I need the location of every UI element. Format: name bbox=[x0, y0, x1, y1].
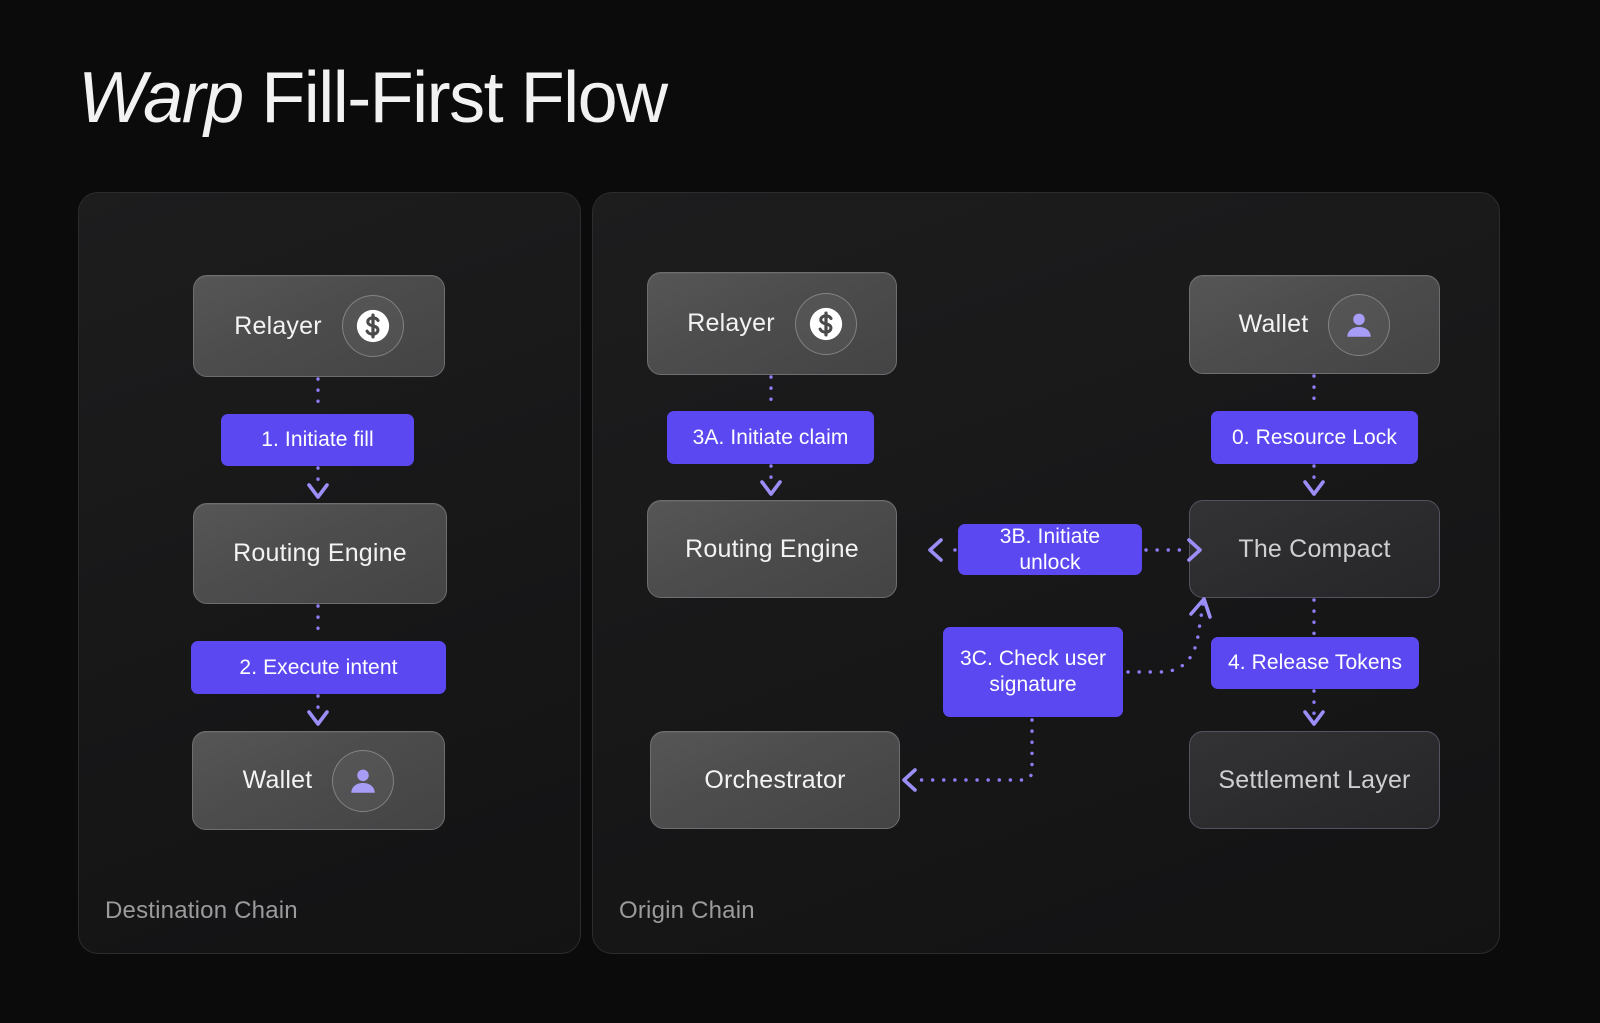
step-execute-intent[interactable]: 2. Execute intent bbox=[191, 641, 446, 694]
dollar-coin-icon bbox=[794, 292, 857, 355]
page-title: Warp Fill-First Flow bbox=[78, 57, 668, 139]
node-label: Routing Engine bbox=[685, 534, 859, 563]
node-label: Orchestrator bbox=[704, 765, 846, 794]
title-rest: Fill-First Flow bbox=[242, 58, 668, 138]
node-destination-relayer[interactable]: Relayer bbox=[193, 275, 445, 377]
node-label: Relayer bbox=[687, 309, 775, 337]
node-label: Settlement Layer bbox=[1218, 765, 1411, 794]
step-label: 2. Execute intent bbox=[239, 655, 398, 679]
node-origin-wallet[interactable]: Wallet bbox=[1189, 275, 1440, 374]
title-emphasis: Warp bbox=[78, 58, 244, 138]
node-origin-orchestrator[interactable]: Orchestrator bbox=[650, 731, 900, 829]
dollar-coin-icon bbox=[341, 295, 404, 357]
node-label: The Compact bbox=[1238, 534, 1391, 563]
node-origin-relayer[interactable]: Relayer bbox=[647, 272, 897, 375]
node-label: Routing Engine bbox=[233, 539, 407, 567]
step-check-user-signature[interactable]: 3C. Check user signature bbox=[943, 627, 1123, 717]
step-initiate-claim[interactable]: 3A. Initiate claim bbox=[667, 411, 874, 464]
node-label: Wallet bbox=[242, 766, 313, 794]
person-icon bbox=[1328, 293, 1391, 356]
step-label: 3B. Initiate unlock bbox=[999, 524, 1101, 574]
person-icon bbox=[332, 749, 395, 812]
step-initiate-unlock[interactable]: 3B. Initiate unlock bbox=[958, 524, 1142, 575]
step-label: 4. Release Tokens bbox=[1227, 651, 1403, 675]
node-destination-wallet[interactable]: Wallet bbox=[192, 731, 445, 830]
node-label: Relayer bbox=[234, 311, 322, 340]
node-destination-routing-engine[interactable]: Routing Engine bbox=[193, 503, 447, 604]
panel-label-origin: Origin Chain bbox=[619, 897, 755, 924]
node-settlement-layer[interactable]: Settlement Layer bbox=[1189, 731, 1440, 829]
node-the-compact[interactable]: The Compact bbox=[1189, 500, 1440, 598]
step-label: 3C. Check user signature bbox=[959, 647, 1107, 696]
step-label: 1. Initiate fill bbox=[261, 428, 374, 452]
step-label: 3A. Initiate claim bbox=[692, 425, 849, 449]
step-initiate-fill[interactable]: 1. Initiate fill bbox=[221, 414, 414, 466]
panel-label-destination: Destination Chain bbox=[105, 897, 298, 924]
step-resource-lock[interactable]: 0. Resource Lock bbox=[1211, 411, 1418, 464]
step-release-tokens[interactable]: 4. Release Tokens bbox=[1211, 637, 1419, 689]
node-label: Wallet bbox=[1238, 310, 1309, 338]
node-origin-routing-engine[interactable]: Routing Engine bbox=[647, 500, 897, 598]
step-label: 0. Resource Lock bbox=[1231, 425, 1398, 449]
